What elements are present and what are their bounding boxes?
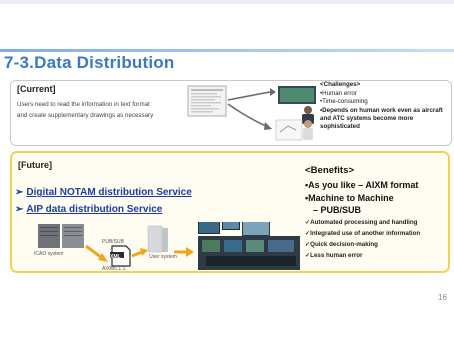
arrow-icon [174, 247, 194, 257]
xml-file-tag: XML [110, 254, 121, 260]
service-label: Digital NOTAM distribution Service [26, 187, 192, 198]
challenge-item: •Depends on human work even as aircraft … [320, 106, 443, 131]
distribution-diagram [38, 222, 300, 270]
control-room-icon [198, 222, 300, 270]
aixm-version-label: AIXM5.1.1 [102, 266, 126, 272]
service-label: AIP data distribution Service [26, 204, 163, 215]
aip-service-link[interactable]: ➢AIP data distribution Service [15, 204, 162, 215]
title-rule [0, 49, 454, 52]
digital-notam-service-link[interactable]: ➢Digital NOTAM distribution Service [15, 187, 192, 198]
arrow-icon [131, 248, 148, 258]
server-icon [147, 225, 168, 253]
current-illustration [187, 85, 316, 141]
challenge-item: •Human error [320, 90, 357, 98]
benefit-sub-item: – PUB/SUB [313, 205, 362, 215]
arrow-icon [85, 244, 108, 262]
chevron-right-icon: ➢ [15, 204, 24, 215]
benefit-item: •As you like – AIXM format [305, 180, 419, 190]
user-system-label: User system [149, 254, 177, 260]
benefit-item: •Machine to Machine [305, 192, 394, 203]
benefit-check-item: ✓Quick decision-making [305, 240, 378, 248]
benefit-check-item: ✓Automated processing and handling [305, 218, 418, 226]
arrow-icon [227, 88, 276, 130]
operator-at-screen-icon [278, 86, 316, 124]
current-heading: [Current] [17, 84, 56, 94]
icao-system-label: ICAO system [34, 251, 64, 257]
benefit-check-item: ✓Integrated use of another information [305, 229, 421, 237]
slide-title: 7-3.Data Distribution [4, 53, 175, 72]
page-number: 16 [438, 293, 447, 302]
benefits-list: <Benefits> •As you like – AIXM format •M… [305, 165, 450, 261]
server-icon [38, 224, 84, 248]
xml-file-icon [110, 245, 131, 267]
challenges-heading: <Challenges> [320, 81, 361, 88]
challenges-list: <Challenges> •Human error •Time-consumin… [320, 81, 452, 131]
current-description: Users need to read the information in te… [17, 101, 154, 119]
person-drawing-icon [275, 119, 313, 141]
benefit-check-item: ✓Less human error [305, 251, 363, 259]
text-document-icon [187, 85, 227, 117]
chevron-right-icon: ➢ [15, 187, 24, 198]
current-panel: [Current] Users need to read the informa… [10, 80, 452, 146]
pubsub-label: PUB/SUB [102, 239, 124, 245]
benefits-heading: <Benefits> [305, 165, 355, 176]
top-band [0, 0, 454, 4]
challenge-item: •Time-consuming [320, 98, 368, 106]
future-heading: [Future] [18, 160, 52, 170]
